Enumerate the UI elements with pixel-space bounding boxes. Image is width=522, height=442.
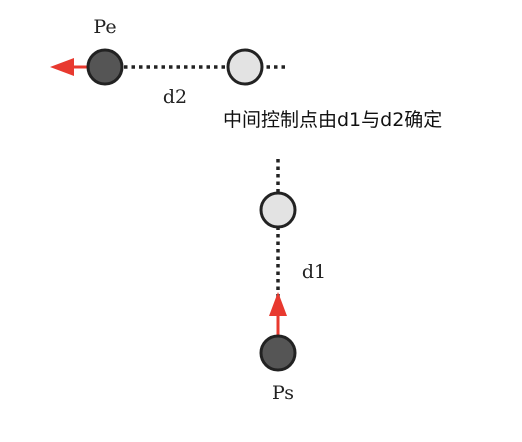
d1-label: d1 [302, 261, 326, 283]
pe-label: Pe [93, 16, 116, 38]
end-direction-arrow [50, 58, 87, 76]
caption-label: 中间控制点由d1与d2确定 [223, 109, 442, 131]
d2-label: d2 [163, 86, 187, 108]
start-direction-arrow [269, 292, 287, 335]
start-point-ps [259, 334, 297, 372]
ps-label: Ps [272, 382, 294, 404]
end-point-pe [86, 48, 124, 86]
control-point-2 [226, 48, 264, 86]
control-point-1 [259, 191, 297, 229]
